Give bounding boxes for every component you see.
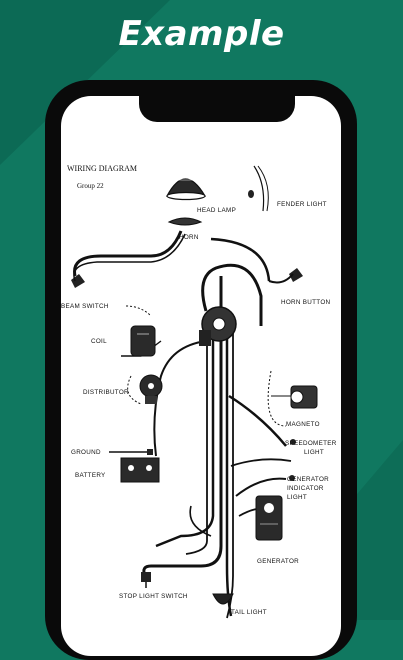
diagram-subtitle: Group 22 — [77, 182, 104, 190]
horn-icon — [167, 217, 203, 226]
label-battery: BATTERY — [75, 472, 106, 479]
label-horn-button: HORN BUTTON — [281, 299, 331, 306]
label-fender-light: FENDER LIGHT — [277, 201, 327, 208]
generator-icon — [255, 495, 283, 541]
label-magneto: MAGNETO — [286, 421, 320, 428]
label-speedometer-light-2: LIGHT — [304, 449, 324, 456]
label-generator-indicator-3: LIGHT — [287, 494, 307, 501]
stop-light-switch-icon — [141, 572, 151, 588]
wiring-diagram: WIRING DIAGRAM Group 22 HEAD LAMP HORN F… — [61, 164, 337, 619]
label-generator-indicator-2: INDICATOR — [287, 485, 324, 492]
ground-icon — [109, 449, 153, 455]
ignition-switch-icon — [199, 306, 237, 346]
label-horn: HORN — [179, 234, 199, 241]
page-headline: Example — [118, 14, 285, 54]
label-generator: GENERATOR — [257, 558, 299, 565]
speedometer-light-icon — [290, 439, 296, 445]
label-generator-indicator-1: GENERATOR — [287, 476, 329, 483]
horn-button-icon — [289, 268, 303, 282]
label-distributor: DISTRIBUTOR — [83, 389, 129, 396]
phone-screen: WIRING DIAGRAM Group 22 HEAD LAMP HORN F… — [61, 96, 341, 656]
tail-light-icon — [212, 593, 234, 605]
magneto-icon — [271, 385, 318, 409]
generator-indicator-light-icon — [289, 475, 295, 481]
diagram-title: WIRING DIAGRAM — [67, 164, 137, 173]
label-head-lamp: HEAD LAMP — [197, 207, 236, 214]
label-ground: GROUND — [71, 449, 101, 456]
phone-frame: WIRING DIAGRAM Group 22 HEAD LAMP HORN F… — [45, 80, 357, 660]
phone-notch — [139, 96, 295, 122]
label-tail-light: TAIL LIGHT — [231, 609, 267, 616]
wiring-harness — [73, 230, 294, 619]
label-beam-switch: BEAM SWITCH — [61, 303, 109, 310]
label-speedometer-light: SPEEDOMETER — [285, 440, 337, 447]
battery-icon — [120, 457, 160, 483]
fender-light-icon — [248, 165, 269, 212]
label-stop-light-switch: STOP LIGHT SWITCH — [119, 593, 188, 600]
head-lamp-icon — [166, 178, 207, 201]
label-coil: COIL — [91, 338, 107, 345]
distributor-icon — [139, 374, 163, 404]
coil-icon — [130, 325, 156, 357]
beam-switch-icon — [71, 274, 85, 288]
